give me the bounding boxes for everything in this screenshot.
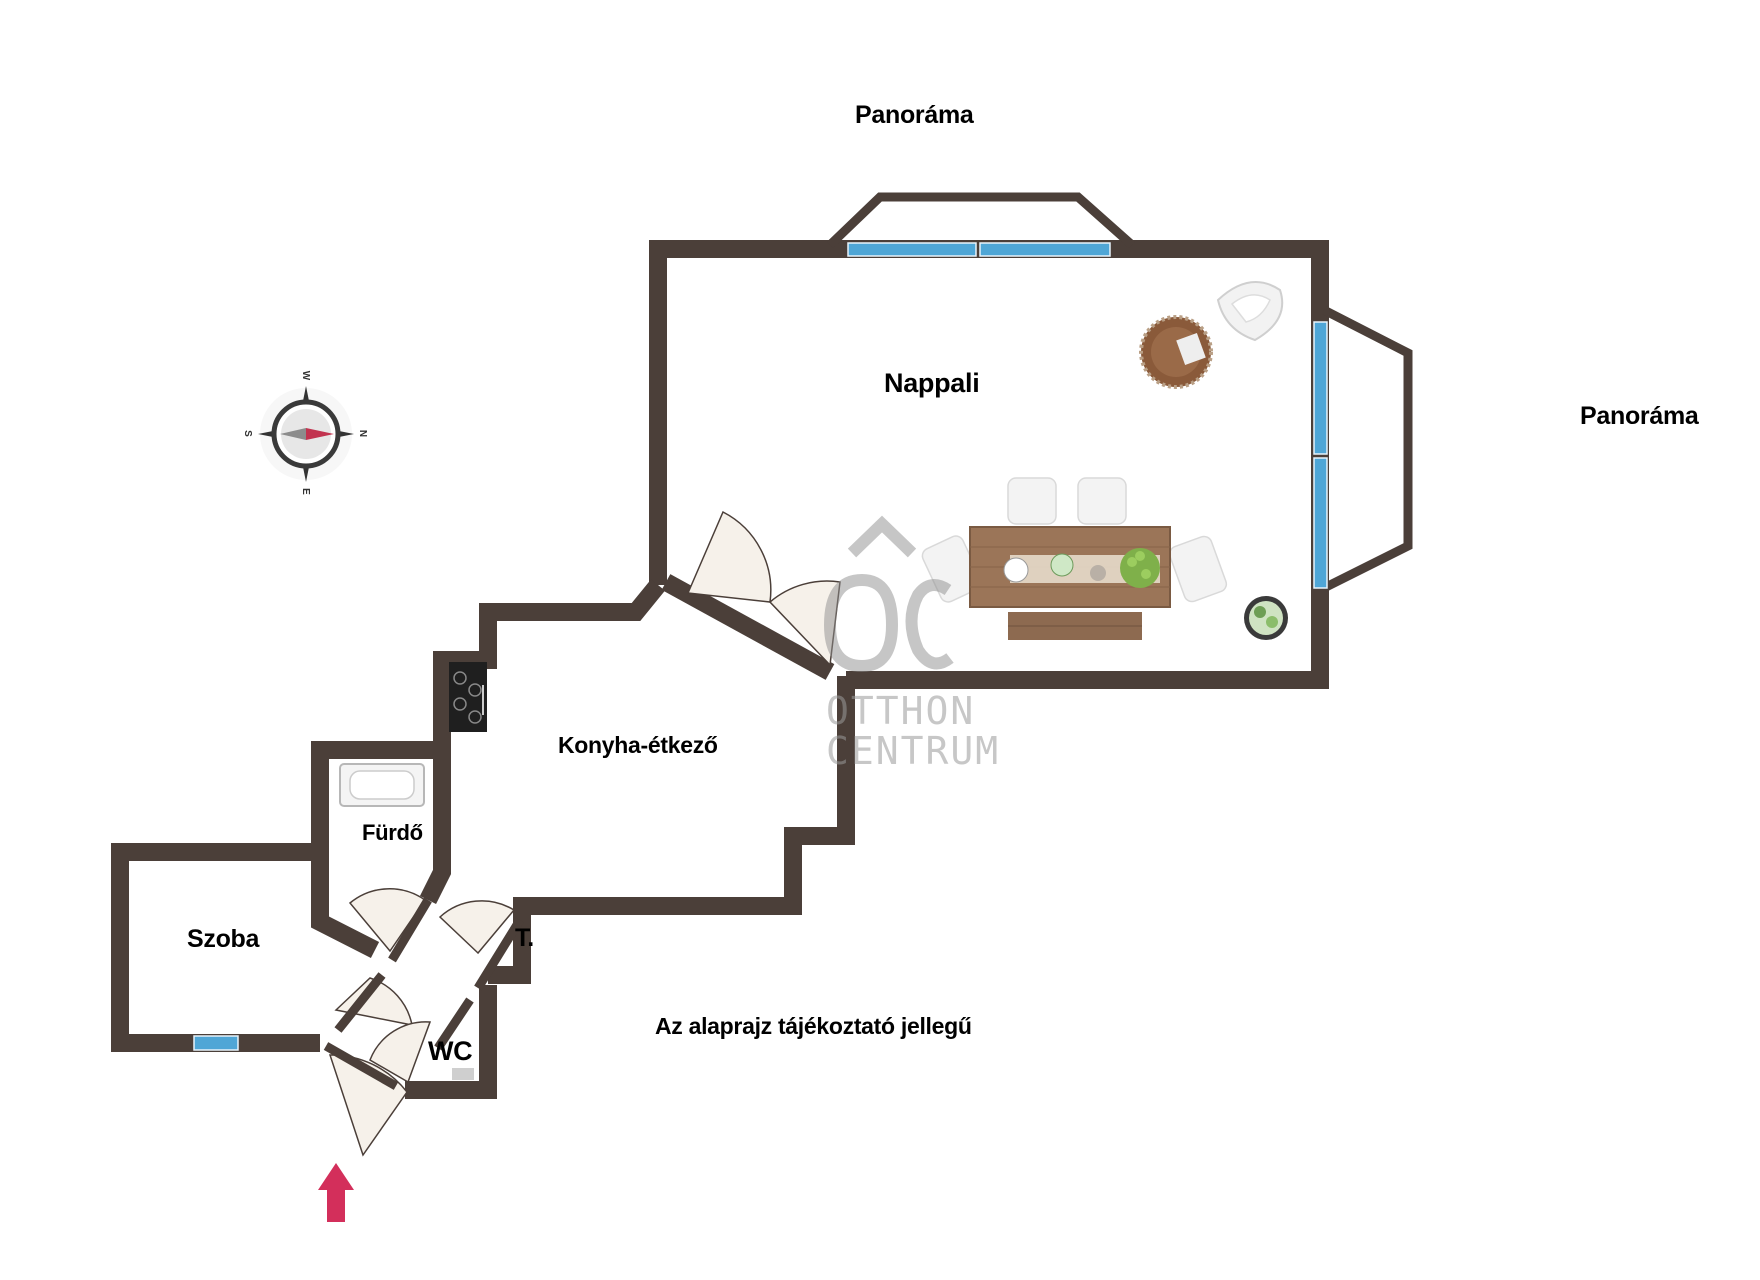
window-top-right [979,242,1111,257]
watermark-logo [823,515,954,673]
compass-north-label: N [357,429,369,438]
cooktop [449,662,487,732]
room-label-kitchen: Konyha-étkező [558,732,718,758]
window-top-left [847,242,977,257]
room-label-pantry: T. [515,924,534,952]
room-label-wc: WC [428,1036,473,1066]
bay-window-top [826,192,1135,249]
watermark-line1: OTTHON [826,689,976,733]
dining-table-set [921,477,1228,640]
entrance-arrow [318,1163,354,1222]
wc-sink [452,1068,474,1080]
bay-window-right [1321,305,1413,593]
living-room-walls [649,240,1329,689]
room-label-room: Szoba [187,925,260,953]
side-table [1139,315,1213,389]
view-label-top: Panoráma [855,101,974,129]
compass-west-label: W [300,370,312,381]
compass-east-label: E [299,488,311,495]
window-right-upper [1313,321,1328,455]
bathtub [339,763,425,807]
room-label-bathroom: Fürdő [362,820,423,845]
compass-south-label: S [241,430,253,437]
potted-plant [1244,596,1288,640]
disclaimer-text: Az alaprajz tájékoztató jellegű [655,1013,972,1039]
compass-rose [258,386,354,482]
view-label-right: Panoráma [1580,402,1699,430]
lower-walls [111,574,855,1099]
watermark-line2: CENTRUM [826,729,1001,773]
room-label-living: Nappali [884,368,980,398]
doors [328,510,841,1157]
window-right-lower [1313,457,1328,589]
lounge-chair [1216,281,1284,342]
window-room [193,1035,239,1051]
corridor-walls [323,897,524,1090]
